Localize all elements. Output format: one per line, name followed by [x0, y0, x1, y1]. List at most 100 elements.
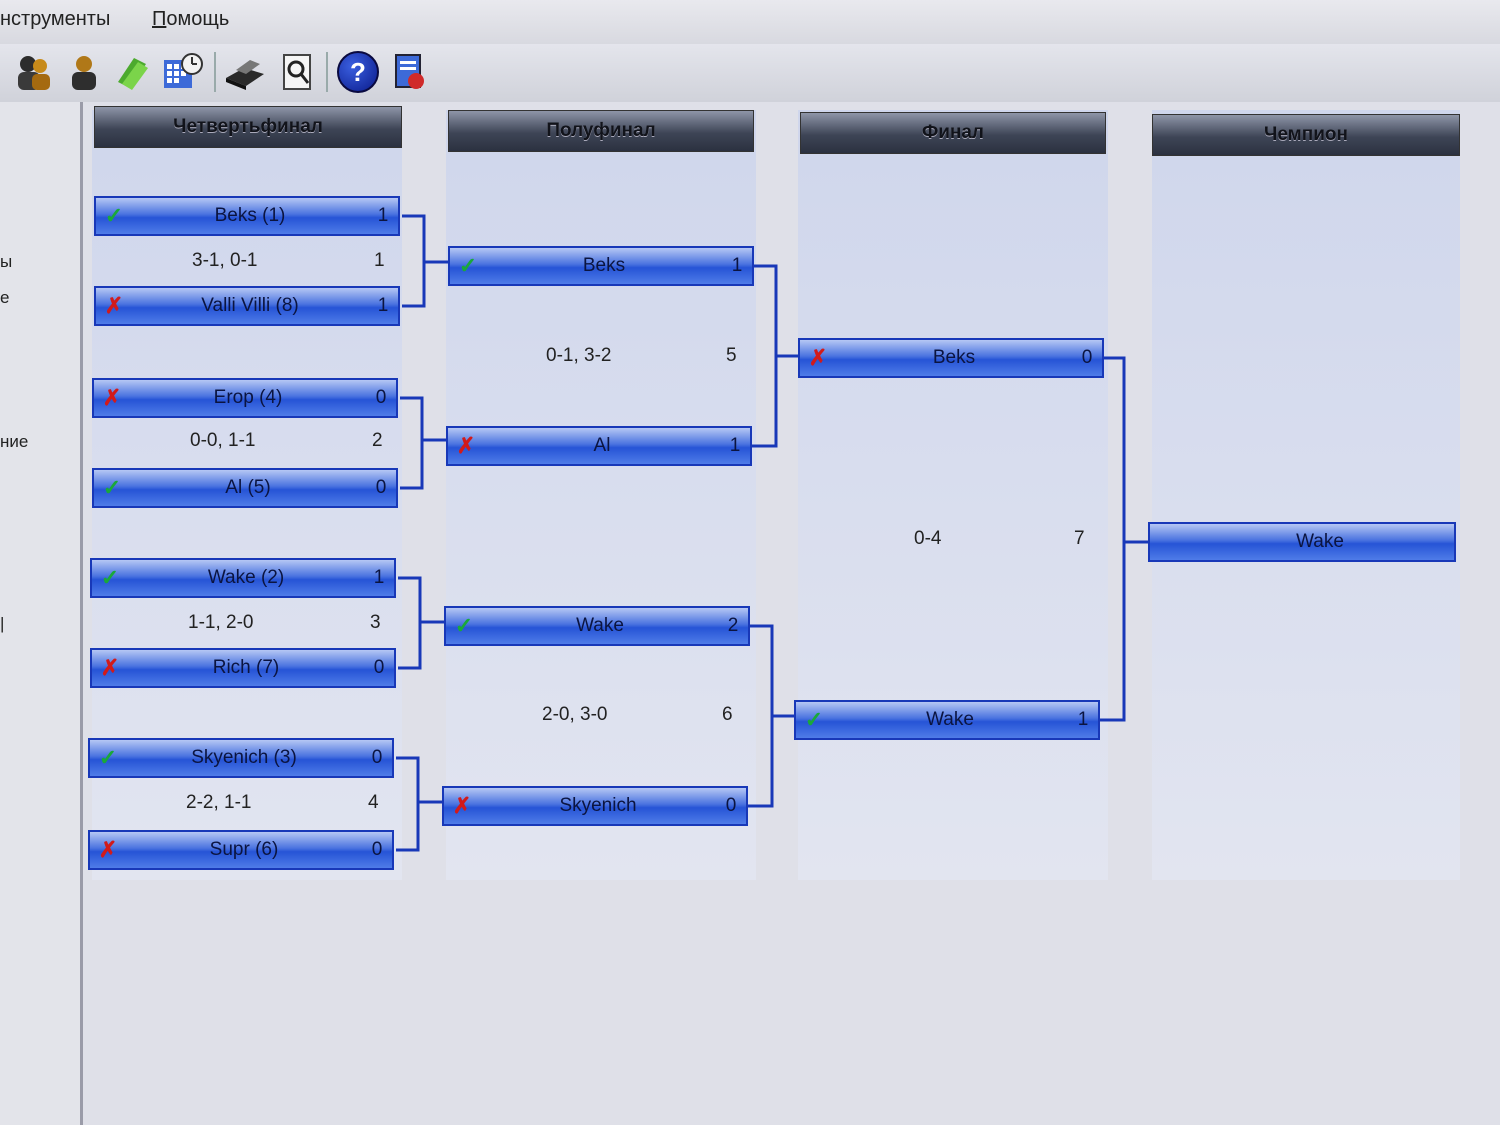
match-number: 1	[374, 250, 385, 271]
match-sets: 1-1, 2-0	[188, 612, 254, 633]
toolbar-separator	[326, 52, 328, 92]
match-sets: 0-0, 1-1	[190, 430, 256, 451]
help-glyph: ?	[337, 51, 379, 93]
bracket-slot[interactable]: ✗ Erop (4) 0	[92, 378, 398, 418]
win-check-icon: ✓	[100, 565, 120, 590]
column-background	[798, 110, 1108, 880]
header-champion: Чемпион	[1152, 114, 1460, 156]
player-name: Beks	[932, 347, 976, 368]
bracket-slot[interactable]: ✗ Valli Villi (8) 1	[94, 286, 400, 326]
connector-qf4	[396, 756, 420, 852]
header-semifinal-label: Полуфинал	[546, 120, 656, 141]
match-sets: 2-0, 3-0	[542, 704, 608, 725]
help-icon[interactable]: ?	[336, 50, 380, 94]
money-icon[interactable]	[110, 50, 154, 94]
schedule-icon[interactable]	[160, 50, 204, 94]
bracket-slot[interactable]: ✓ Beks 1	[448, 246, 754, 286]
bracket-slot[interactable]: ✓ Skyenich (3) 0	[88, 738, 394, 778]
toolbar-separator	[214, 52, 216, 92]
loss-cross-icon: ✗	[102, 385, 122, 410]
bracket-slot[interactable]: ✗ Al 1	[446, 426, 752, 466]
connector-sf2	[748, 624, 774, 808]
player-name: Beks	[582, 255, 626, 276]
player-score: 1	[731, 255, 743, 276]
match-sets: 0-1, 3-2	[546, 345, 612, 366]
bracket-slot[interactable]: ✗ Skyenich 0	[442, 786, 748, 826]
bracket-slot[interactable]: ✓ Beks (1) 1	[94, 196, 400, 236]
loss-cross-icon: ✗	[98, 837, 118, 862]
connector-final	[1100, 356, 1126, 722]
header-final: Финал	[800, 112, 1106, 154]
player-score: 0	[375, 477, 387, 498]
player-score: 0	[375, 387, 387, 408]
player-name: Supr (6)	[209, 839, 279, 860]
player-score: 0	[371, 839, 383, 860]
player-score: 1	[729, 435, 741, 456]
match-number: 5	[726, 345, 737, 366]
users-icon[interactable]	[12, 50, 56, 94]
menu-tools[interactable]: нструменты	[0, 8, 111, 30]
header-semifinal: Полуфинал	[448, 110, 754, 152]
player-score: 1	[373, 567, 385, 588]
bracket-slot[interactable]: ✗ Rich (7) 0	[90, 648, 396, 688]
loss-cross-icon: ✗	[456, 433, 476, 458]
menu-bar: нструменты Помощь	[0, 0, 1500, 44]
connector-qf3	[398, 576, 422, 670]
player-name: Al	[593, 435, 611, 456]
player-name: Erop (4)	[213, 387, 283, 408]
bracket-slot[interactable]: ✗ Beks 0	[798, 338, 1104, 378]
toolbar: ?	[0, 44, 1500, 102]
match-sets: 2-2, 1-1	[186, 792, 252, 813]
player-name: Valli Villi (8)	[201, 295, 299, 316]
export-icon[interactable]	[388, 50, 432, 94]
win-check-icon: ✓	[454, 613, 474, 638]
menu-help-accelerator: П	[152, 8, 167, 30]
player-name: Skyenich (3)	[191, 747, 297, 768]
match-number: 3	[370, 612, 381, 633]
preview-icon[interactable]	[276, 50, 320, 94]
match-sets: 3-1, 0-1	[192, 250, 258, 271]
player-score: 1	[1077, 709, 1089, 730]
match-sets: 0-4	[914, 528, 942, 549]
win-check-icon: ✓	[104, 203, 124, 228]
header-champion-label: Чемпион	[1264, 124, 1348, 145]
header-final-label: Финал	[921, 122, 984, 143]
champion-name: Wake	[1296, 531, 1344, 552]
printer-icon[interactable]	[222, 50, 266, 94]
player-name: Rich (7)	[212, 657, 280, 678]
win-check-icon: ✓	[458, 253, 478, 278]
header-quarterfinal: Четвертьфинал	[94, 106, 402, 148]
player-score: 2	[727, 615, 739, 636]
match-number: 6	[722, 704, 733, 725]
sidebar: ы е ние |	[0, 102, 83, 1125]
win-check-icon: ✓	[98, 745, 118, 770]
user-icon[interactable]	[62, 50, 106, 94]
loss-cross-icon: ✗	[104, 293, 124, 318]
header-quarterfinal-label: Четвертьфинал	[173, 116, 323, 137]
connector-qf2	[400, 396, 424, 490]
bracket-slot[interactable]: ✓ Wake 1	[794, 700, 1100, 740]
menu-help[interactable]: Помощь	[152, 8, 229, 31]
player-score: 1	[377, 295, 389, 316]
player-score: 0	[1081, 347, 1093, 368]
player-name: Al (5)	[225, 477, 271, 498]
sidebar-item[interactable]: ние	[0, 432, 29, 451]
player-score: 0	[725, 795, 737, 816]
match-number: 4	[368, 792, 379, 813]
champion-slot[interactable]: Wake	[1148, 522, 1456, 562]
bracket-slot[interactable]: ✓ Wake 2	[444, 606, 750, 646]
loss-cross-icon: ✗	[808, 345, 828, 370]
player-name: Beks (1)	[214, 205, 286, 226]
player-score: 1	[377, 205, 389, 226]
column-background	[446, 110, 756, 880]
bracket-slot[interactable]: ✓ Wake (2) 1	[90, 558, 396, 598]
menu-help-rest: омощь	[166, 8, 230, 30]
sidebar-item[interactable]: е	[0, 288, 10, 307]
player-score: 0	[371, 747, 383, 768]
bracket-slot[interactable]: ✗ Supr (6) 0	[88, 830, 394, 870]
bracket-slot[interactable]: ✓ Al (5) 0	[92, 468, 398, 508]
sidebar-item[interactable]: |	[0, 614, 5, 633]
match-number: 2	[372, 430, 383, 451]
win-check-icon: ✓	[102, 475, 122, 500]
sidebar-item[interactable]: ы	[0, 252, 13, 271]
